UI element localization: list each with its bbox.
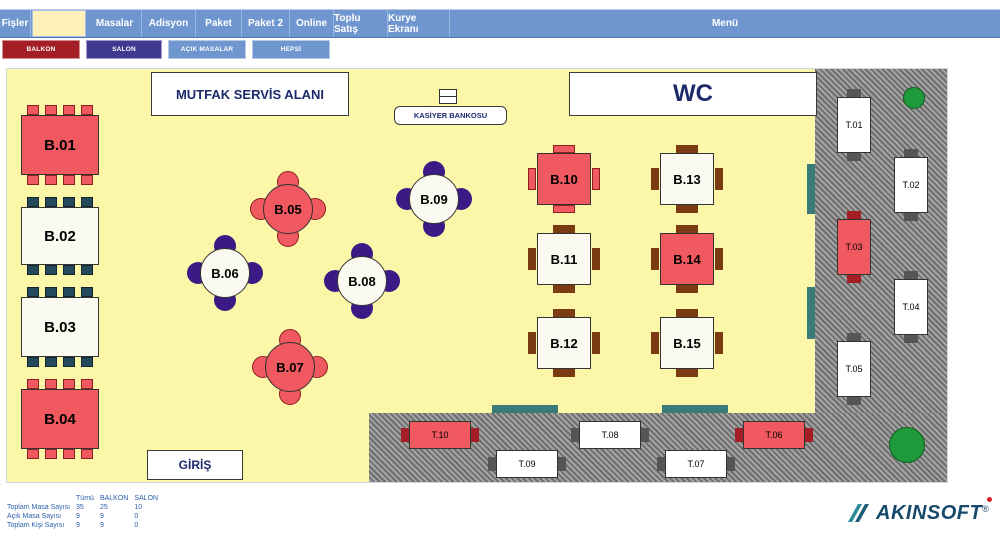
stats-value: 25 [99, 504, 108, 511]
stats-value: 0 [134, 522, 139, 529]
top-navigation: Fişler Masalar Adisyon Paket Paket 2 Onl… [0, 9, 1000, 38]
stats-header-salon: SALON [134, 495, 159, 502]
stats-value: 9 [76, 522, 80, 529]
window-strip [662, 405, 728, 413]
table-b12-label: B.12 [537, 317, 591, 369]
table-t03-label: T.03 [837, 219, 871, 275]
registered-mark: ® [982, 504, 989, 514]
akinsoft-logo-mark-icon [848, 504, 869, 522]
table-b15-label: B.15 [660, 317, 714, 369]
filter-hepsi-button[interactable]: HEPSİ [252, 40, 330, 59]
stats-value: 35 [76, 504, 84, 511]
table-t09-label: T.09 [496, 450, 558, 478]
tab-fisler[interactable]: Fişler [0, 10, 31, 37]
table-t04-label: T.04 [894, 279, 928, 335]
table-b02-label: B.02 [21, 207, 99, 265]
stats-row-label: Toplam Kişi Sayısı [7, 522, 65, 529]
stats-value: 9 [99, 513, 104, 520]
table-b11-label: B.11 [537, 233, 591, 285]
brand-name: AKINSOFT [876, 501, 983, 524]
wc-label: WC [569, 72, 817, 116]
filter-salon-button[interactable]: SALON [86, 40, 162, 59]
stats-value: 9 [76, 513, 80, 520]
stats-value: 10 [134, 504, 143, 511]
kitchen-service-area-label: MUTFAK SERVİS ALANI [151, 72, 349, 116]
summary-stats-table: Tümü BALKON SALON Toplam Masa Sayısı 35 … [4, 494, 161, 530]
menu-button[interactable]: Menü [711, 18, 739, 29]
table-b04-label: B.04 [21, 389, 99, 449]
stats-value: 9 [99, 522, 104, 529]
table-t05-label: T.05 [837, 341, 871, 397]
tab-toplu-satis[interactable]: Toplu Satış [334, 10, 388, 37]
table-b13-label: B.13 [660, 153, 714, 205]
window-strip [492, 405, 558, 413]
table-b09-label: B.09 [409, 174, 459, 224]
tab-masalar[interactable]: Masalar [88, 10, 142, 37]
stats-value: 0 [134, 513, 139, 520]
akinsoft-logo: AKINSOFT ® [846, 500, 989, 526]
tab-paket-2[interactable]: Paket 2 [242, 10, 290, 37]
entrance-label: GİRİŞ [147, 450, 243, 480]
brand-dot-icon [987, 497, 992, 502]
floor-plan: MUTFAK SERVİS ALANI KASİYER BANKOSU WC G… [6, 68, 948, 483]
stats-row-label: Açık Masa Sayısı [7, 513, 62, 520]
stats-header-tumu: Tümü [76, 495, 94, 502]
table-b01-label: B.01 [21, 115, 99, 175]
tab-adisyon[interactable]: Adisyon [142, 10, 196, 37]
window-strip [807, 164, 815, 214]
table-t08-label: T.08 [579, 421, 641, 449]
stats-header-balkon: BALKON [99, 495, 129, 502]
table-b06-label: B.06 [200, 248, 250, 298]
table-t06-label: T.06 [743, 421, 805, 449]
tab-paket[interactable]: Paket [196, 10, 242, 37]
table-t07-label: T.07 [665, 450, 727, 478]
tab-blank-selected[interactable] [32, 10, 86, 37]
tab-kurye-ekrani[interactable]: Kurye Ekranı [388, 10, 450, 37]
cashier-desk-label: KASİYER BANKOSU [394, 106, 507, 125]
table-b10-label: B.10 [537, 153, 591, 205]
cashier-register-icon [439, 89, 457, 104]
window-strip [807, 287, 815, 339]
table-b08-label: B.08 [337, 256, 387, 306]
table-b05-label: B.05 [263, 184, 313, 234]
tab-online[interactable]: Online [290, 10, 334, 37]
table-t01-label: T.01 [837, 97, 871, 153]
plant-icon [903, 87, 925, 109]
table-b03-label: B.03 [21, 297, 99, 357]
filter-balkon-button[interactable]: BALKON [2, 40, 80, 59]
table-t10-label: T.10 [409, 421, 471, 449]
table-b14-label: B.14 [660, 233, 714, 285]
filter-acik-masalar-button[interactable]: AÇIK MASALAR [168, 40, 246, 59]
plant-icon [889, 427, 925, 463]
table-b07-label: B.07 [265, 342, 315, 392]
stats-row-label: Toplam Masa Sayısı [7, 504, 71, 511]
table-t02-label: T.02 [894, 157, 928, 213]
